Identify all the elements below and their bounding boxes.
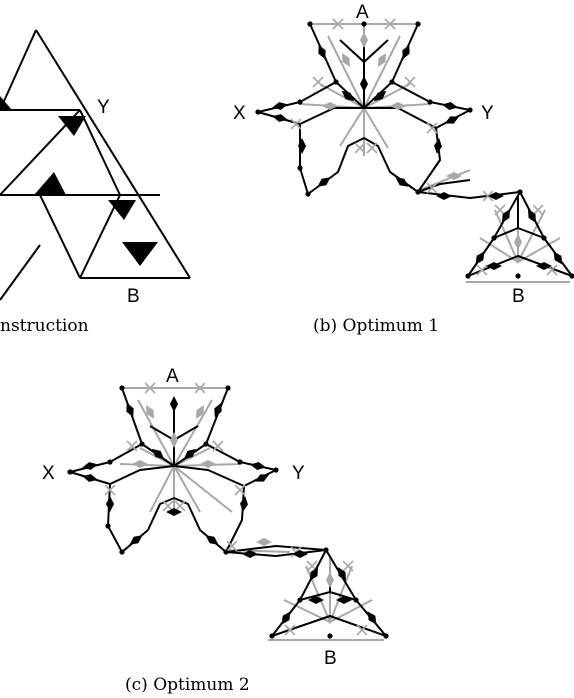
label-y: Y <box>97 97 110 118</box>
panel-optimum-1: A X Y B (b) Optimum 1 <box>233 2 574 336</box>
label-a: A <box>356 2 369 23</box>
label-a: A <box>166 366 179 387</box>
edge-markers <box>67 382 389 639</box>
label-b: B <box>512 286 525 307</box>
panel-construction: Y B nstruction <box>0 29 191 336</box>
label-y: Y <box>481 103 494 124</box>
caption-c: (c) Optimum 2 <box>125 675 250 695</box>
gray-edges <box>299 23 570 283</box>
edge-markers <box>255 18 574 279</box>
triangle-grid <box>0 29 191 301</box>
label-x: X <box>233 103 246 124</box>
label-x: X <box>42 463 55 484</box>
label-y: Y <box>292 463 305 484</box>
caption-a: nstruction <box>0 316 89 336</box>
label-b: B <box>127 286 140 307</box>
black-triangles <box>0 96 158 266</box>
label-b: B <box>324 648 337 669</box>
black-edges <box>257 23 573 277</box>
panel-optimum-2: A X Y B (c) Optimum 2 <box>42 366 389 695</box>
caption-b: (b) Optimum 1 <box>313 316 439 336</box>
